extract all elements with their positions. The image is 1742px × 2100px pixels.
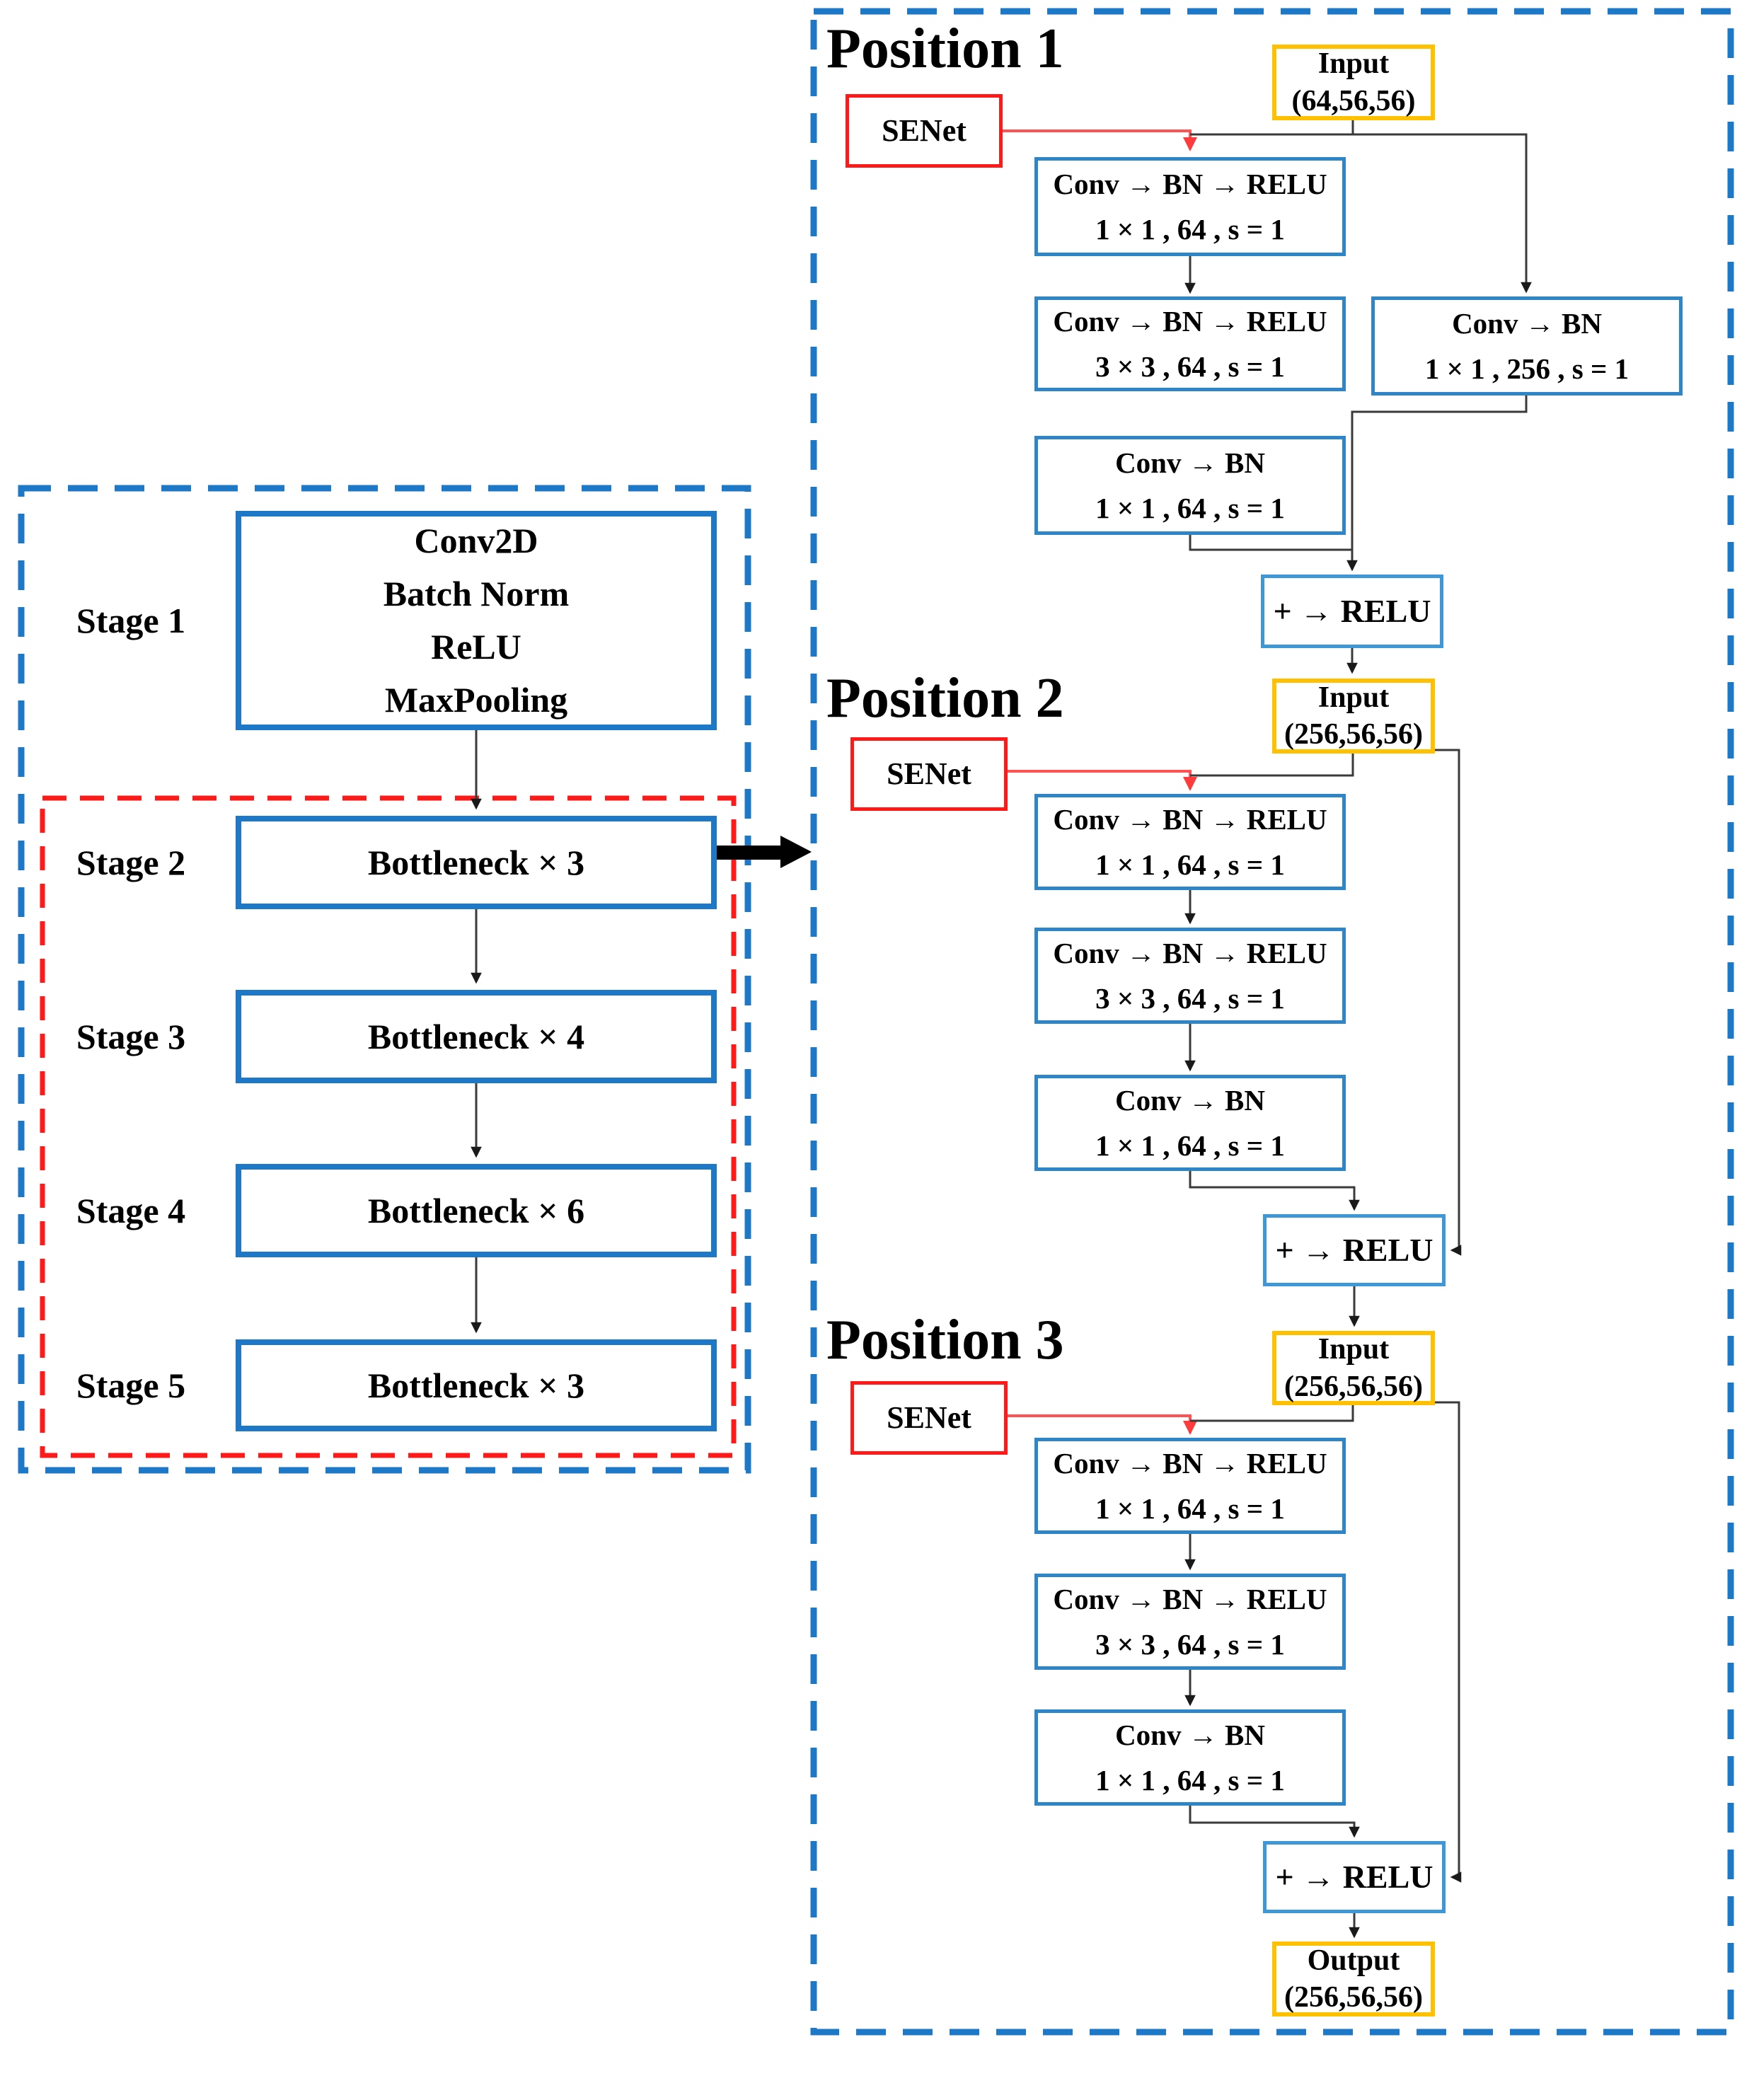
p1-conv2-ops: Conv → BN → RELU bbox=[1053, 304, 1327, 338]
p3-senet-box: SENet bbox=[850, 1381, 1008, 1455]
connector-senet3-conv1 bbox=[1008, 1414, 1197, 1435]
p3-conv1-ops: Conv → BN → RELU bbox=[1053, 1446, 1327, 1479]
connector-input2-merge bbox=[1190, 754, 1354, 777]
position3-title: Position 3 bbox=[826, 1309, 1064, 1371]
p2-input-box: Input (256,56,56) bbox=[1272, 679, 1435, 754]
p3-conv1-box: Conv → BN → RELU 1 × 1 , 64 , s = 1 bbox=[1034, 1438, 1346, 1534]
connector-p2-skip bbox=[1434, 749, 1462, 1256]
stage5-box: Bottleneck × 3 bbox=[236, 1339, 717, 1431]
p2-add-relu-box: + → RELU bbox=[1263, 1214, 1446, 1286]
p1-shortcut-ops: Conv → BN bbox=[1452, 306, 1602, 340]
p1-input-box: Input (64,56,56) bbox=[1272, 45, 1435, 120]
p1-conv1-box: Conv → BN → RELU 1 × 1 , 64 , s = 1 bbox=[1034, 157, 1346, 256]
p3-conv3-box: Conv → BN 1 × 1 , 64 , s = 1 bbox=[1034, 1709, 1346, 1806]
p3-conv3-ops: Conv → BN bbox=[1115, 1718, 1265, 1751]
overview-red-dashed-border bbox=[40, 795, 737, 1458]
stage1-line-relu: ReLU bbox=[431, 627, 521, 667]
p3-conv1-params: 1 × 1 , 64 , s = 1 bbox=[1095, 1492, 1285, 1525]
p1-shortcut-params: 1 × 1 , 256 , s = 1 bbox=[1424, 352, 1629, 385]
p2-input-shape: (256,56,56) bbox=[1284, 718, 1423, 751]
position1-title: Position 1 bbox=[826, 18, 1064, 80]
p3-senet-label: SENet bbox=[887, 1400, 971, 1436]
p1-conv1-ops: Conv → BN → RELU bbox=[1053, 167, 1327, 200]
position2-title: Position 2 bbox=[826, 667, 1064, 729]
stage2-to-detail-thick-arrow bbox=[717, 836, 812, 868]
p2-conv2-box: Conv → BN → RELU 3 × 3 , 64 , s = 1 bbox=[1034, 928, 1346, 1024]
detail-blue-dashed-border bbox=[810, 8, 1734, 2036]
p1-conv3-ops: Conv → BN bbox=[1115, 446, 1265, 479]
connector-p2-conv3-add bbox=[1189, 1171, 1360, 1211]
stage4-bottleneck-text: Bottleneck × 6 bbox=[367, 1190, 585, 1230]
p2-add-relu-label: + → RELU bbox=[1275, 1231, 1434, 1268]
p2-input-label: Input bbox=[1317, 681, 1390, 714]
stage3-label: Stage 3 bbox=[76, 1017, 186, 1056]
p2-conv1-box: Conv → BN → RELU 1 × 1 , 64 , s = 1 bbox=[1034, 794, 1346, 890]
p1-conv3-box: Conv → BN 1 × 1 , 64 , s = 1 bbox=[1034, 436, 1346, 535]
connector-p1-conv3-merge bbox=[1189, 535, 1352, 551]
stage3-box: Bottleneck × 4 bbox=[236, 990, 717, 1083]
stage1-line-conv2d: Conv2D bbox=[414, 521, 538, 560]
p1-conv1-params: 1 × 1 , 64 , s = 1 bbox=[1095, 213, 1285, 246]
stage3-bottleneck-text: Bottleneck × 4 bbox=[367, 1016, 585, 1056]
p3-input-shape: (256,56,56) bbox=[1284, 1370, 1423, 1403]
stage1-box: Conv2D Batch Norm ReLU MaxPooling bbox=[236, 511, 717, 730]
p2-senet-label: SENet bbox=[887, 756, 971, 792]
stage4-box: Bottleneck × 6 bbox=[236, 1164, 717, 1257]
stage2-bottleneck-text: Bottleneck × 3 bbox=[367, 842, 585, 882]
p1-senet-box: SENet bbox=[846, 94, 1003, 168]
p3-output-label: Output bbox=[1307, 1944, 1400, 1977]
stage5-bottleneck-text: Bottleneck × 3 bbox=[367, 1365, 585, 1405]
p3-add-relu-box: + → RELU bbox=[1263, 1841, 1446, 1913]
p2-conv3-box: Conv → BN 1 × 1 , 64 , s = 1 bbox=[1034, 1075, 1346, 1171]
stage1-line-batchnorm: Batch Norm bbox=[383, 574, 570, 613]
connector-p1-shortcut-add bbox=[1346, 396, 1528, 572]
p2-conv1-params: 1 × 1 , 64 , s = 1 bbox=[1095, 848, 1285, 881]
p3-output-shape: (256,56,56) bbox=[1284, 1981, 1423, 2014]
stage1-label: Stage 1 bbox=[76, 601, 186, 640]
connector-senet1-conv1 bbox=[1003, 129, 1197, 151]
stage2-box: Bottleneck × 3 bbox=[236, 816, 717, 909]
p3-output-box: Output (256,56,56) bbox=[1272, 1942, 1435, 2017]
p3-conv2-params: 3 × 3 , 64 , s = 1 bbox=[1095, 1628, 1285, 1661]
p2-conv2-params: 3 × 3 , 64 , s = 1 bbox=[1095, 982, 1285, 1015]
p2-conv1-ops: Conv → BN → RELU bbox=[1053, 802, 1327, 836]
p1-conv3-params: 1 × 1 , 64 , s = 1 bbox=[1095, 492, 1285, 524]
p2-conv3-ops: Conv → BN bbox=[1115, 1083, 1265, 1117]
p2-senet-box: SENet bbox=[850, 737, 1008, 811]
stage1-line-maxpooling: MaxPooling bbox=[384, 680, 568, 720]
p1-add-relu-box: + → RELU bbox=[1261, 575, 1443, 648]
connector-input3-merge bbox=[1190, 1405, 1354, 1422]
p1-senet-label: SENet bbox=[882, 113, 967, 149]
p2-conv2-ops: Conv → BN → RELU bbox=[1053, 936, 1327, 969]
connector-p3-conv3-add bbox=[1189, 1806, 1360, 1838]
p1-shortcut-box: Conv → BN 1 × 1 , 256 , s = 1 bbox=[1371, 296, 1683, 396]
stage2-label: Stage 2 bbox=[76, 843, 186, 882]
connector-input1-shortcut bbox=[1190, 133, 1532, 294]
p1-input-label: Input bbox=[1317, 47, 1390, 81]
p3-conv2-box: Conv → BN → RELU 3 × 3 , 64 , s = 1 bbox=[1034, 1574, 1346, 1670]
p2-conv3-params: 1 × 1 , 64 , s = 1 bbox=[1095, 1129, 1285, 1162]
stage5-label: Stage 5 bbox=[76, 1366, 186, 1405]
p3-input-box: Input (256,56,56) bbox=[1272, 1331, 1435, 1405]
connector-p3-skip bbox=[1434, 1401, 1462, 1883]
p1-input-shape: (64,56,56) bbox=[1291, 84, 1416, 117]
p3-input-label: Input bbox=[1317, 1333, 1390, 1366]
p1-conv2-box: Conv → BN → RELU 3 × 3 , 64 , s = 1 bbox=[1034, 296, 1346, 391]
overview-blue-dashed-border bbox=[18, 485, 751, 1474]
p1-conv2-params: 3 × 3 , 64 , s = 1 bbox=[1095, 350, 1285, 383]
p3-conv3-params: 1 × 1 , 64 , s = 1 bbox=[1095, 1764, 1285, 1796]
stage4-label: Stage 4 bbox=[76, 1191, 186, 1230]
p1-add-relu-label: + → RELU bbox=[1273, 592, 1431, 629]
p3-conv2-ops: Conv → BN → RELU bbox=[1053, 1582, 1327, 1615]
p3-add-relu-label: + → RELU bbox=[1275, 1858, 1434, 1895]
connector-senet2-conv1 bbox=[1008, 770, 1197, 791]
